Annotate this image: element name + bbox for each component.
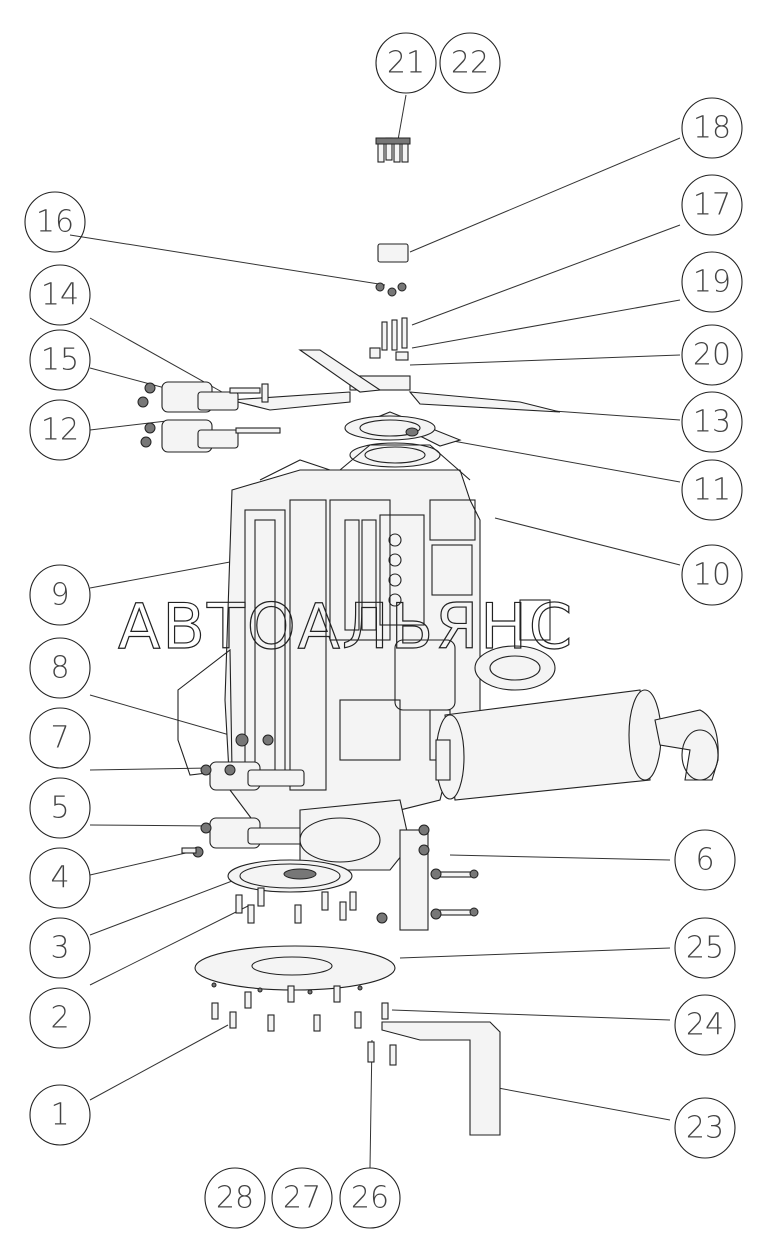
callout-7: 7 [29,707,91,769]
flywheel-housing [299,799,411,871]
svg-text:21: 21 [387,46,425,81]
callout-19: 19 [681,251,743,313]
svg-text:19: 19 [693,265,731,300]
svg-text:5: 5 [50,791,69,826]
svg-text:27: 27 [283,1181,321,1216]
svg-text:6: 6 [695,843,714,878]
callout-12: 12 [29,399,91,461]
alternator [474,599,556,691]
fan-mount-bolts [369,317,409,361]
callout-8: 8 [29,637,91,699]
svg-text:23: 23 [686,1111,724,1146]
svg-text:22: 22 [451,46,489,81]
callout-20: 20 [681,324,743,386]
top-bolts [375,137,411,163]
callout-11: 11 [681,459,743,521]
lower-mount-5 [181,817,305,858]
engine-block [177,444,481,841]
callout-26: 26 [339,1167,401,1229]
callout-25: 25 [674,917,736,979]
flywheel-bolts-2 [235,887,357,924]
svg-text:26: 26 [351,1181,389,1216]
nuts-part-16 [375,282,407,297]
svg-text:24: 24 [686,1008,724,1043]
svg-text:2: 2 [50,1001,69,1036]
svg-text:25: 25 [686,931,724,966]
svg-text:18: 18 [693,111,731,146]
bracket-part-18 [377,243,409,263]
pulley-part-11 [349,442,441,468]
callout-24: 24 [674,994,736,1056]
lower-mount-7 [200,761,305,791]
svg-text:9: 9 [50,578,69,613]
svg-text:3: 3 [50,931,69,966]
upper-left-mount [137,381,269,413]
callout-10: 10 [681,544,743,606]
svg-text:4: 4 [50,861,69,896]
bracket-part-23 [367,1021,501,1136]
svg-text:28: 28 [216,1181,254,1216]
svg-text:15: 15 [41,343,79,378]
callout-6: 6 [674,829,736,891]
callout-14: 14 [29,264,91,326]
callout-1: 1 [29,1084,91,1146]
svg-text:11: 11 [693,473,731,508]
callout-15: 15 [29,329,91,391]
callout-9: 9 [29,564,91,626]
plate-part-25 [194,945,396,991]
muffler [435,689,719,801]
svg-text:14: 14 [41,278,79,313]
callout-17: 17 [681,174,743,236]
svg-text:20: 20 [693,338,731,373]
callout-5: 5 [29,777,91,839]
callout-18: 18 [681,97,743,159]
fan-part-13 [229,349,561,447]
leader-lines [69,94,681,1169]
svg-text:13: 13 [693,405,731,440]
callout-23: 23 [674,1097,736,1159]
callout-13: 13 [681,391,743,453]
svg-text:12: 12 [41,413,79,448]
callout-21: 21 [375,32,437,94]
callout-27: 27 [271,1167,333,1229]
callout-2: 2 [29,987,91,1049]
svg-text:10: 10 [693,558,731,593]
nut-part-8 [235,733,274,747]
bottom-bolts [211,982,389,1032]
watermark: АВТОАЛЬЯНС [118,590,574,663]
svg-text:16: 16 [36,205,74,240]
callout-22: 22 [439,32,501,94]
svg-text:1: 1 [50,1098,69,1133]
callout-16: 16 [24,191,86,253]
lower-left-mount [140,419,281,453]
callout-28: 28 [204,1167,266,1229]
flywheel-part-3 [227,859,353,893]
right-bracket-6 [376,824,479,931]
svg-text:7: 7 [50,721,69,756]
svg-text:17: 17 [693,188,731,223]
callout-4: 4 [29,847,91,909]
callout-3: 3 [29,917,91,979]
svg-text:8: 8 [50,651,69,686]
